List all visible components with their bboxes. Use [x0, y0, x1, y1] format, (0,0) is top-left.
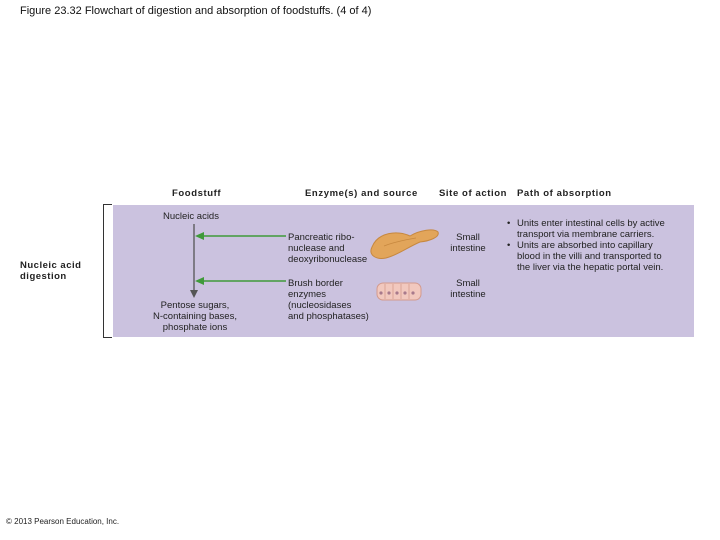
main-flow-arrowhead [190, 290, 198, 298]
header-foodstuff: Foodstuff [172, 188, 222, 199]
enzyme-2-arrowhead [195, 277, 204, 285]
pancreas-icon [370, 229, 439, 259]
header-site: Site of action [439, 188, 508, 199]
foodstuff-end-products: Pentose sugars, N-containing bases, phos… [153, 300, 237, 333]
copyright-notice: © 2013 Pearson Education, Inc. [6, 517, 120, 526]
foodstuff-start: Nucleic acids [163, 211, 219, 222]
figure-title: Figure 23.32 Flowchart of digestion and … [20, 5, 372, 17]
absorption-item-2: Units are absorbed into capillary blood … [507, 240, 690, 273]
absorption-item-1: Units enter intestinal cells by active t… [507, 218, 690, 240]
site-1: Small intestine [450, 232, 486, 254]
enzyme-2-text: Brush border enzymes (nucleosidases and … [288, 278, 369, 322]
brush-border-cells-icon [376, 282, 422, 301]
absorption-list: Units enter intestinal cells by active t… [507, 218, 690, 273]
header-path: Path of absorption [517, 188, 612, 199]
enzyme-1-text: Pancreatic ribo- nuclease and deoxyribon… [288, 232, 368, 265]
header-enzymes: Enzyme(s) and source [305, 188, 418, 199]
enzyme-1-arrowhead [195, 232, 204, 240]
section-label: Nucleic acid digestion [20, 260, 82, 282]
section-bracket [103, 204, 112, 338]
site-2: Small intestine [450, 278, 486, 300]
